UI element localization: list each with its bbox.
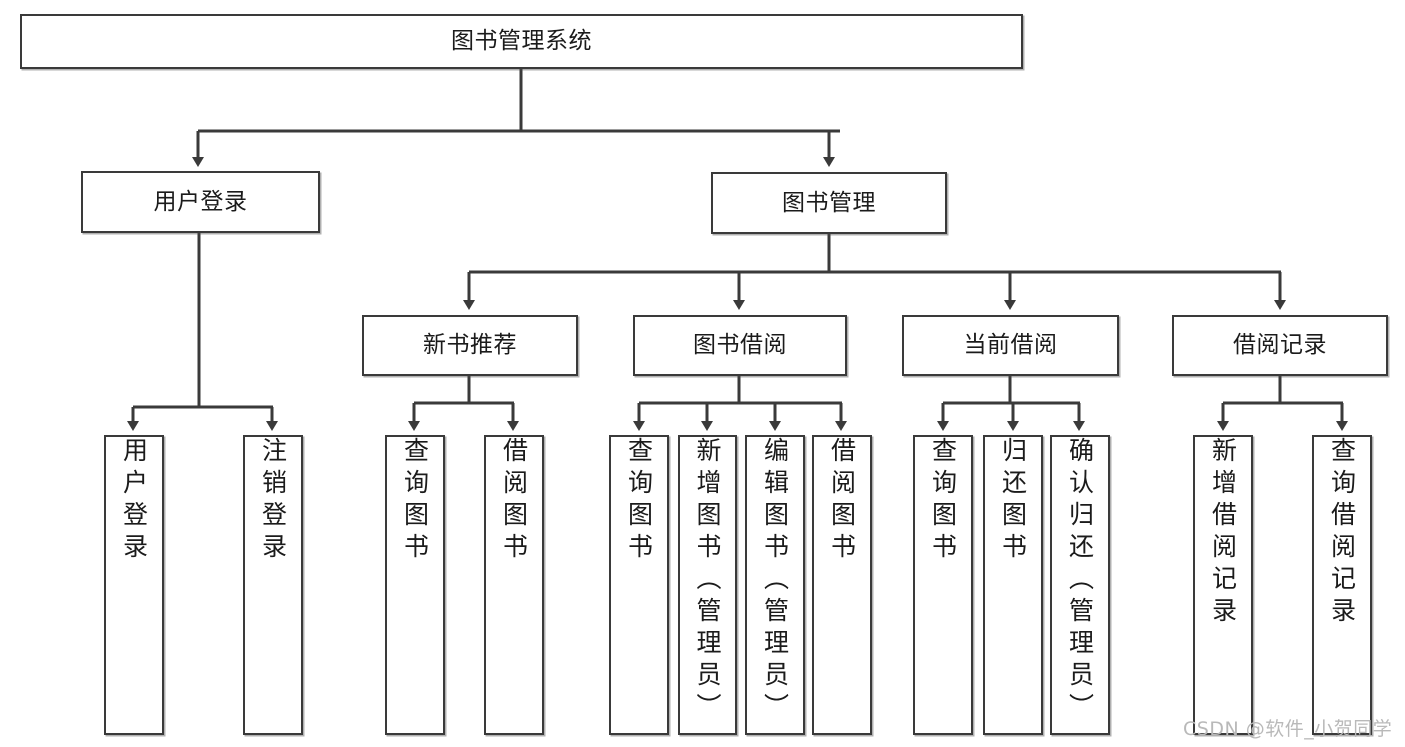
node-label: 查询图书: [400, 437, 430, 565]
leaf-query-book-recommend[interactable]: 查询图书: [385, 435, 445, 735]
node-root-system[interactable]: 图书管理系统: [20, 14, 1023, 69]
node-label: 新增图书（管理员）: [693, 437, 722, 725]
node-label: 查询图书: [624, 437, 654, 565]
node-book-borrow[interactable]: 图书借阅: [633, 315, 847, 376]
node-new-book-recommend[interactable]: 新书推荐: [362, 315, 578, 376]
leaf-query-borrow-record[interactable]: 查询借阅记录: [1312, 435, 1372, 735]
node-label: 借阅图书: [499, 437, 529, 565]
leaf-confirm-return-admin[interactable]: 确认归还（管理员）: [1050, 435, 1110, 735]
leaf-add-book-admin[interactable]: 新增图书（管理员）: [678, 435, 737, 735]
node-label: 图书管理系统: [451, 28, 592, 54]
node-label: 当前借阅: [963, 332, 1058, 358]
leaf-logout[interactable]: 注销登录: [243, 435, 303, 735]
node-label: 图书管理: [782, 189, 876, 216]
leaf-add-borrow-record[interactable]: 新增借阅记录: [1193, 435, 1253, 735]
leaf-return-book[interactable]: 归还图书: [983, 435, 1043, 735]
node-label: 用户登录: [119, 437, 149, 565]
node-label: 查询图书: [928, 437, 958, 565]
node-label: 编辑图书（管理员）: [760, 437, 790, 725]
node-book-management[interactable]: 图书管理: [711, 172, 947, 234]
node-current-borrow[interactable]: 当前借阅: [902, 315, 1119, 376]
leaf-borrow-book[interactable]: 借阅图书: [812, 435, 872, 735]
leaf-edit-book-admin[interactable]: 编辑图书（管理员）: [745, 435, 805, 735]
leaf-query-book-borrow[interactable]: 查询图书: [609, 435, 669, 735]
node-label: 用户登录: [153, 188, 248, 215]
node-label: 借阅图书: [827, 437, 857, 565]
node-label: 图书借阅: [693, 332, 787, 358]
node-label: 借阅记录: [1233, 332, 1327, 358]
node-user-login[interactable]: 用户登录: [81, 171, 320, 233]
node-borrow-record[interactable]: 借阅记录: [1172, 315, 1388, 376]
node-label: 新增借阅记录: [1208, 437, 1238, 629]
leaf-query-book-current[interactable]: 查询图书: [913, 435, 973, 735]
leaf-user-login[interactable]: 用户登录: [104, 435, 164, 735]
node-label: 查询借阅记录: [1327, 437, 1357, 629]
node-label: 归还图书: [998, 437, 1028, 565]
node-label: 注销登录: [258, 437, 288, 565]
node-label: 确认归还（管理员）: [1065, 437, 1095, 725]
leaf-borrow-book-recommend[interactable]: 借阅图书: [484, 435, 544, 735]
csdn-watermark: CSDN @软件_小贺同学: [1183, 718, 1393, 740]
node-label: 新书推荐: [423, 332, 517, 358]
